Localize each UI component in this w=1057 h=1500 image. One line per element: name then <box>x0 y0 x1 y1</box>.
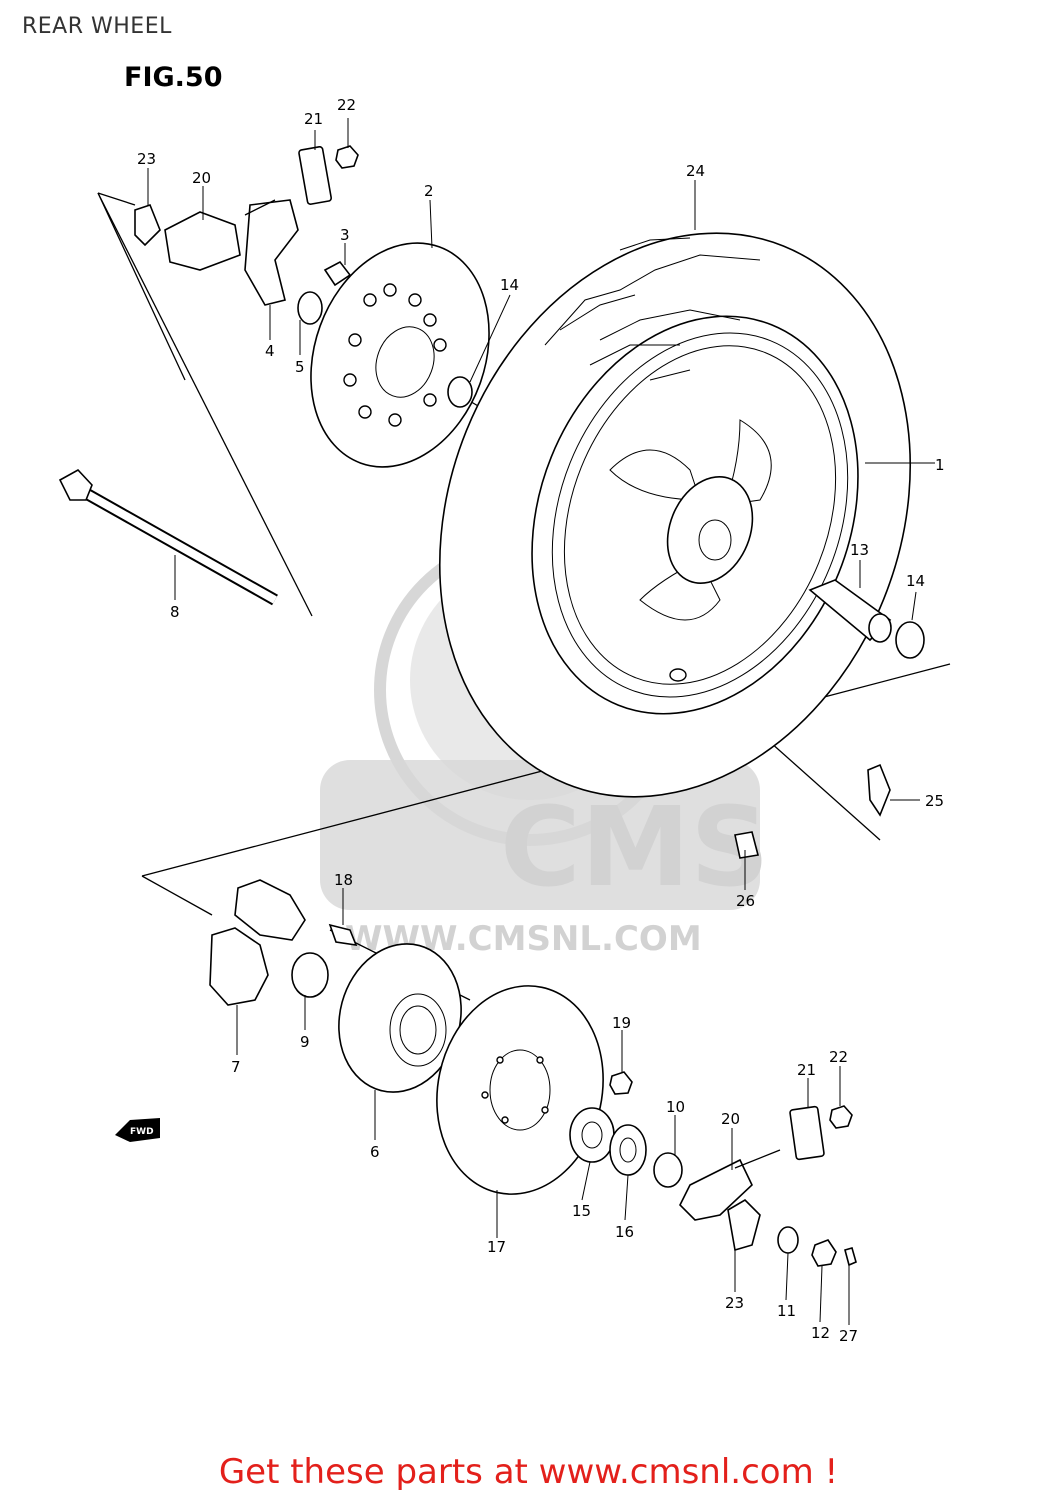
leader-lines <box>147 118 935 1325</box>
callout-4: 4 <box>265 342 275 360</box>
callout-12: 12 <box>811 1324 830 1342</box>
brake-disc <box>310 242 490 468</box>
lower-nut <box>829 1105 853 1129</box>
lower-spacer <box>653 1152 683 1188</box>
callout-15: 15 <box>572 1202 591 1220</box>
callout-20-upper: 20 <box>192 169 211 187</box>
callout-17: 17 <box>487 1238 506 1256</box>
rear-wheel-assembly <box>438 232 912 798</box>
callout-18: 18 <box>334 871 353 889</box>
disc-spacer <box>447 376 473 408</box>
callout-7: 7 <box>231 1058 241 1076</box>
upper-brake-pad <box>298 146 333 205</box>
fwd-arrow-icon: FWD <box>115 1118 160 1142</box>
lower-sprocket-assembly <box>209 879 857 1267</box>
upper-torque-link <box>134 204 161 247</box>
cush-drive-rubber-a <box>234 879 306 941</box>
callout-1: 1 <box>935 456 945 474</box>
callout-20-lower: 20 <box>721 1110 740 1128</box>
air-valve <box>867 763 891 817</box>
sprocket-nut <box>609 1071 633 1095</box>
watermark-brand: CMS <box>500 783 769 911</box>
upper-nut <box>335 145 359 169</box>
callout-26: 26 <box>736 892 755 910</box>
figure-label: FIG.50 <box>124 62 223 93</box>
callout-numbers: 1 2 3 4 5 6 7 8 9 10 11 12 13 14 14 15 1… <box>137 96 945 1345</box>
upper-caliper-mount <box>244 199 299 306</box>
svg-text:FWD: FWD <box>130 1127 154 1137</box>
cush-drive-rubber-b <box>209 927 269 1006</box>
lower-pad <box>789 1105 825 1161</box>
callout-27: 27 <box>839 1327 858 1345</box>
hub-spacer <box>291 952 329 998</box>
callout-9: 9 <box>300 1033 310 1051</box>
callout-25: 25 <box>925 792 944 810</box>
cotter-pin <box>844 1247 857 1267</box>
bearing <box>569 1107 615 1163</box>
callout-10: 10 <box>666 1098 685 1116</box>
axle-spacers <box>808 579 925 659</box>
order-parts-link[interactable]: Get these parts at www.cmsnl.com ! <box>218 1452 839 1492</box>
callout-22-upper: 22 <box>337 96 356 114</box>
callout-19: 19 <box>612 1014 631 1032</box>
callout-14-upper: 14 <box>500 276 519 294</box>
callout-3: 3 <box>340 226 350 244</box>
upper-caliper-bracket <box>134 145 473 408</box>
callout-24: 24 <box>686 162 705 180</box>
right-spacer <box>895 621 925 659</box>
rear-sprocket <box>436 985 604 1195</box>
callout-22-lower: 22 <box>829 1048 848 1066</box>
callout-14-right: 14 <box>906 572 925 590</box>
upper-bolt <box>323 260 352 287</box>
callout-23-upper: 23 <box>137 150 156 168</box>
washer <box>777 1226 799 1254</box>
page-title: REAR WHEEL <box>22 14 172 39</box>
callout-21-lower: 21 <box>797 1061 816 1079</box>
sprocket-bolt <box>328 923 358 946</box>
callout-6: 6 <box>370 1143 380 1161</box>
upper-spacer <box>297 291 323 325</box>
axle <box>58 468 278 606</box>
wheel-hub <box>666 476 754 584</box>
callout-23-lower: 23 <box>725 1294 744 1312</box>
callout-8: 8 <box>170 603 180 621</box>
valve-parts <box>734 763 891 859</box>
oil-seal <box>609 1124 647 1176</box>
callout-13: 13 <box>850 541 869 559</box>
callout-21-upper: 21 <box>304 110 323 128</box>
callout-11: 11 <box>777 1302 796 1320</box>
callout-5: 5 <box>295 358 305 376</box>
axle-nut <box>811 1239 837 1267</box>
callout-2: 2 <box>424 182 434 200</box>
lower-stopper <box>727 1198 761 1252</box>
exploded-parts-diagram: CMS WWW.CMSNL.COM <box>58 96 951 1345</box>
callout-16: 16 <box>615 1223 634 1241</box>
valve-clip <box>734 831 759 859</box>
chain-adjuster <box>679 1158 753 1221</box>
